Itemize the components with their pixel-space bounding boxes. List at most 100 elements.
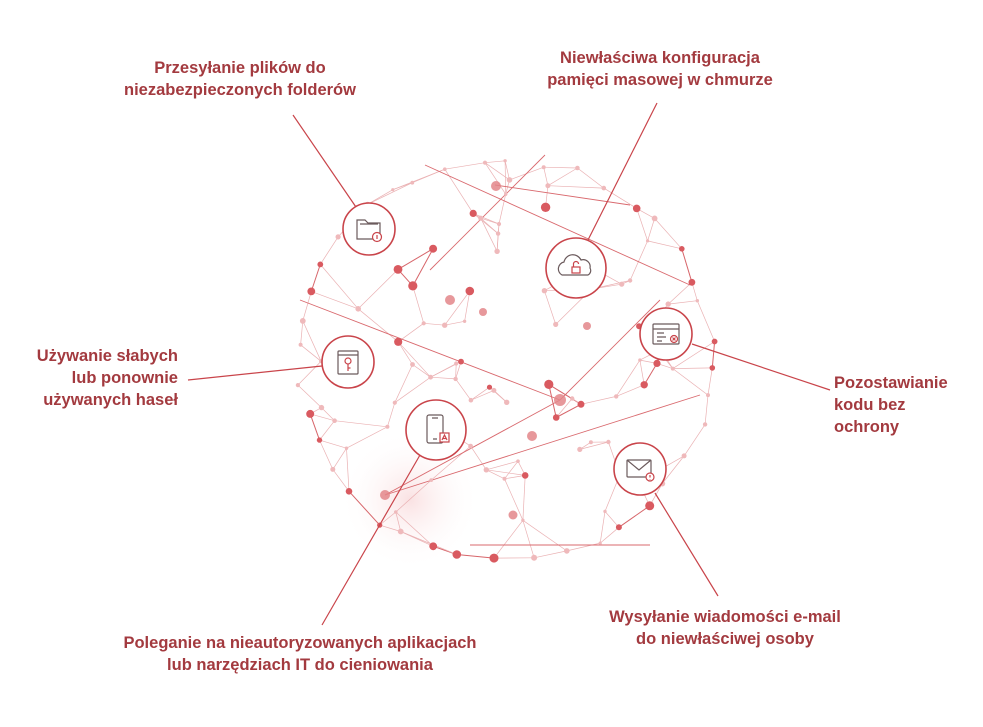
- mesh-edge: [522, 520, 535, 558]
- mesh-node: [335, 234, 341, 240]
- mesh-node: [494, 248, 500, 254]
- icon-uploads: [342, 202, 396, 256]
- mesh-edge: [319, 420, 335, 441]
- mesh-node: [483, 467, 489, 473]
- code-window-icon: [652, 323, 680, 345]
- mesh-edge: [486, 469, 526, 476]
- mesh-edge: [616, 384, 645, 397]
- mesh-edge: [430, 376, 456, 380]
- icon-passwords: [321, 335, 375, 389]
- mesh-edge: [683, 424, 706, 457]
- mesh-edge: [636, 208, 648, 242]
- mesh-node: [397, 528, 404, 535]
- mesh-edge: [334, 420, 388, 428]
- mesh-edge: [310, 264, 321, 292]
- mesh-node: [458, 358, 464, 365]
- mesh-node: [545, 183, 551, 189]
- mesh-node: [429, 478, 434, 482]
- mesh-node: [640, 381, 648, 389]
- mesh-node: [454, 361, 459, 366]
- mesh-node: [711, 338, 718, 345]
- mesh-node: [344, 446, 349, 450]
- mesh-node: [614, 394, 619, 399]
- mesh-edge: [599, 511, 606, 544]
- mesh-edge: [580, 396, 617, 405]
- mesh-edge: [455, 361, 462, 380]
- label-email: Wysyłanie wiadomości e-mail do niewłaści…: [609, 608, 841, 648]
- mesh-node: [468, 397, 474, 403]
- mesh-node: [695, 299, 699, 303]
- mesh-edge: [311, 291, 359, 310]
- mesh-edge: [444, 320, 465, 326]
- mesh-edge: [357, 269, 399, 310]
- mesh-node: [583, 322, 591, 330]
- mesh-node: [491, 387, 497, 393]
- mesh-node: [588, 440, 593, 445]
- mesh-edge: [534, 550, 567, 559]
- mesh-edge: [643, 363, 658, 386]
- mesh-edge: [629, 240, 648, 281]
- mesh-node: [408, 281, 418, 291]
- mesh-edge: [302, 291, 312, 321]
- mesh-node: [506, 177, 513, 183]
- mesh-node: [469, 209, 477, 217]
- mesh-edge: [321, 407, 335, 421]
- mesh-edge: [379, 511, 397, 526]
- mesh-node: [709, 365, 716, 371]
- mesh-node: [577, 446, 583, 452]
- icon-email: [613, 442, 667, 496]
- leader-passwords: [187, 365, 323, 381]
- mesh-node: [491, 181, 501, 191]
- mesh-edge: [577, 167, 605, 189]
- mesh-edge: [387, 402, 396, 427]
- mesh-node: [606, 439, 611, 445]
- mesh-edge: [320, 236, 339, 265]
- mesh-node: [575, 165, 580, 171]
- mesh-edge: [346, 448, 350, 492]
- mesh-edge: [654, 218, 683, 250]
- mesh-edge: [681, 248, 693, 283]
- mesh-edge: [544, 290, 557, 325]
- mesh-node: [486, 384, 493, 390]
- mesh-node: [394, 510, 398, 514]
- mesh-edge: [667, 282, 693, 305]
- mesh-edge: [707, 367, 713, 396]
- mesh-node: [393, 265, 403, 274]
- mesh-edge: [543, 167, 549, 186]
- mesh-edge: [367, 189, 393, 205]
- mesh-node: [496, 221, 502, 227]
- mesh-edge: [615, 359, 641, 397]
- mesh-node: [317, 261, 324, 268]
- mesh-node: [299, 318, 306, 324]
- mesh-edge: [397, 341, 431, 378]
- mesh-edge: [319, 439, 334, 470]
- mesh-node: [531, 554, 538, 561]
- mesh-edge: [480, 217, 499, 234]
- mesh-node: [392, 400, 397, 405]
- mesh-node: [638, 358, 642, 362]
- mesh-edge: [319, 439, 347, 449]
- mesh-edge: [397, 248, 434, 270]
- mesh-edge: [599, 527, 620, 544]
- mesh-edge: [309, 413, 320, 441]
- mesh-edge: [300, 320, 304, 345]
- mesh-node: [619, 281, 625, 287]
- mesh-edge: [395, 511, 434, 547]
- mesh-node: [428, 374, 433, 380]
- mesh-node: [544, 379, 554, 389]
- mesh-node: [653, 359, 661, 367]
- mesh-edge: [547, 167, 578, 187]
- mesh-edge: [639, 360, 645, 385]
- mesh-edge: [547, 185, 604, 189]
- mesh-edge: [348, 490, 381, 526]
- mesh-node: [482, 160, 488, 165]
- mesh-edge: [412, 364, 431, 378]
- mesh-node: [651, 215, 658, 222]
- mesh-node: [478, 215, 484, 221]
- mesh-edge: [464, 290, 471, 322]
- mesh-node: [394, 337, 403, 346]
- mesh-edge: [395, 479, 432, 513]
- label-shadow-it: Poleganie na nieautoryzowanych aplikacja…: [123, 634, 477, 674]
- leader-shadow-it: [321, 454, 421, 626]
- mesh-edge: [379, 524, 401, 532]
